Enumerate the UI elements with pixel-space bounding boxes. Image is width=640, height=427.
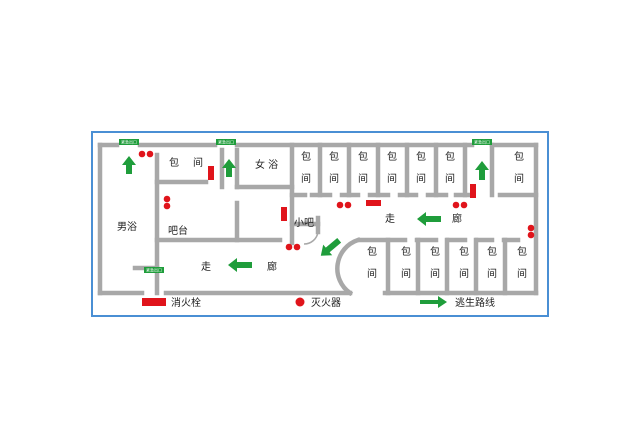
private-room-label: 间 [514, 172, 524, 185]
corridor-label: 廊 [452, 212, 462, 225]
private-room-label: 间 [401, 267, 411, 280]
private-room-label: 间 [487, 267, 497, 280]
room-label-womens-bath: 女 浴 [255, 158, 278, 171]
arrow-left [228, 258, 252, 272]
corridor-label: 走 [385, 213, 395, 225]
private-room-label: 包 [387, 150, 397, 163]
private-room-label: 间 [430, 267, 440, 280]
exit-sign-text: 紧急出口 [146, 267, 162, 273]
private-room-label: 间 [329, 172, 339, 185]
extinguisher [344, 201, 352, 209]
private-room-label: 包 [329, 150, 339, 163]
arrow-diagonal [320, 237, 342, 256]
corridor-label: 廊 [267, 260, 277, 273]
extinguisher [527, 231, 535, 239]
private-room-label: 包 [487, 245, 497, 258]
room-labels: 包 间 女 浴 男浴 吧台 小吧 走 廊 走 廊 [117, 156, 462, 273]
arrow-up [475, 161, 489, 180]
exit-signs: 紧急出口 紧急出口 紧急出口 紧急出口 [119, 139, 492, 273]
legend-hydrant-swatch [142, 298, 166, 306]
legend-route-swatch [420, 296, 447, 308]
room-label-bar: 吧台 [168, 224, 188, 237]
room-label-small-bar: 小吧 [294, 217, 314, 229]
private-room-label: 包 [517, 245, 527, 258]
private-room-label: 包 [301, 150, 311, 163]
extinguisher [460, 201, 468, 209]
room-label-mens-bath: 男浴 [117, 221, 137, 233]
private-room-label: 包 [514, 150, 524, 163]
hydrants [208, 166, 476, 221]
extinguisher [336, 201, 344, 209]
corridor-label: 走 [201, 261, 211, 273]
hydrant [470, 184, 476, 198]
private-room-label: 间 [416, 172, 426, 185]
extinguisher [452, 201, 460, 209]
private-room-label: 包 [459, 245, 469, 258]
extinguisher [163, 202, 171, 210]
hydrant [366, 200, 381, 206]
extinguisher [163, 195, 171, 203]
private-room-label: 包 [401, 245, 411, 258]
exit-sign [216, 139, 236, 145]
escape-arrows [122, 156, 489, 272]
private-room-label: 间 [358, 172, 368, 185]
private-room-label: 间 [301, 172, 311, 185]
private-room-label: 包 [416, 150, 426, 163]
legend-extinguisher-label: 灭火器 [311, 297, 341, 309]
hydrant [281, 207, 287, 221]
extinguisher [293, 243, 301, 251]
room-label: 间 [193, 156, 203, 169]
exit-sign-text: 紧急出口 [474, 139, 490, 145]
private-room-label: 间 [387, 172, 397, 185]
exit-sign [144, 267, 164, 273]
private-room-label: 包 [430, 245, 440, 258]
legend-extinguisher-swatch [295, 297, 305, 307]
extinguisher [285, 243, 293, 251]
walls [97, 142, 539, 297]
arrow-up [122, 156, 136, 174]
private-room-label: 包 [445, 150, 455, 163]
extinguisher [527, 224, 535, 232]
private-room-label: 包 [367, 245, 377, 258]
extinguishers [138, 150, 535, 251]
private-room-label: 间 [517, 267, 527, 280]
hydrant [208, 166, 214, 180]
legend: 消火栓 灭火器 逃生路线 [142, 296, 495, 309]
private-room-label: 包 [358, 150, 368, 163]
legend-route-label: 逃生路线 [455, 296, 495, 309]
exit-sign-text: 紧急出口 [121, 139, 137, 145]
legend-hydrant-label: 消火栓 [171, 296, 201, 309]
exit-sign-text: 紧急出口 [218, 139, 234, 145]
extinguisher [138, 150, 146, 158]
arrow-up [222, 159, 236, 177]
private-room-label: 间 [445, 172, 455, 185]
private-room-label: 间 [367, 267, 377, 280]
private-room-label: 间 [459, 267, 469, 280]
exit-sign [472, 139, 492, 145]
exit-sign [119, 139, 139, 145]
extinguisher [146, 150, 154, 158]
arrow-left [417, 212, 441, 226]
room-label: 包 [169, 156, 179, 169]
door-swings [303, 231, 319, 245]
